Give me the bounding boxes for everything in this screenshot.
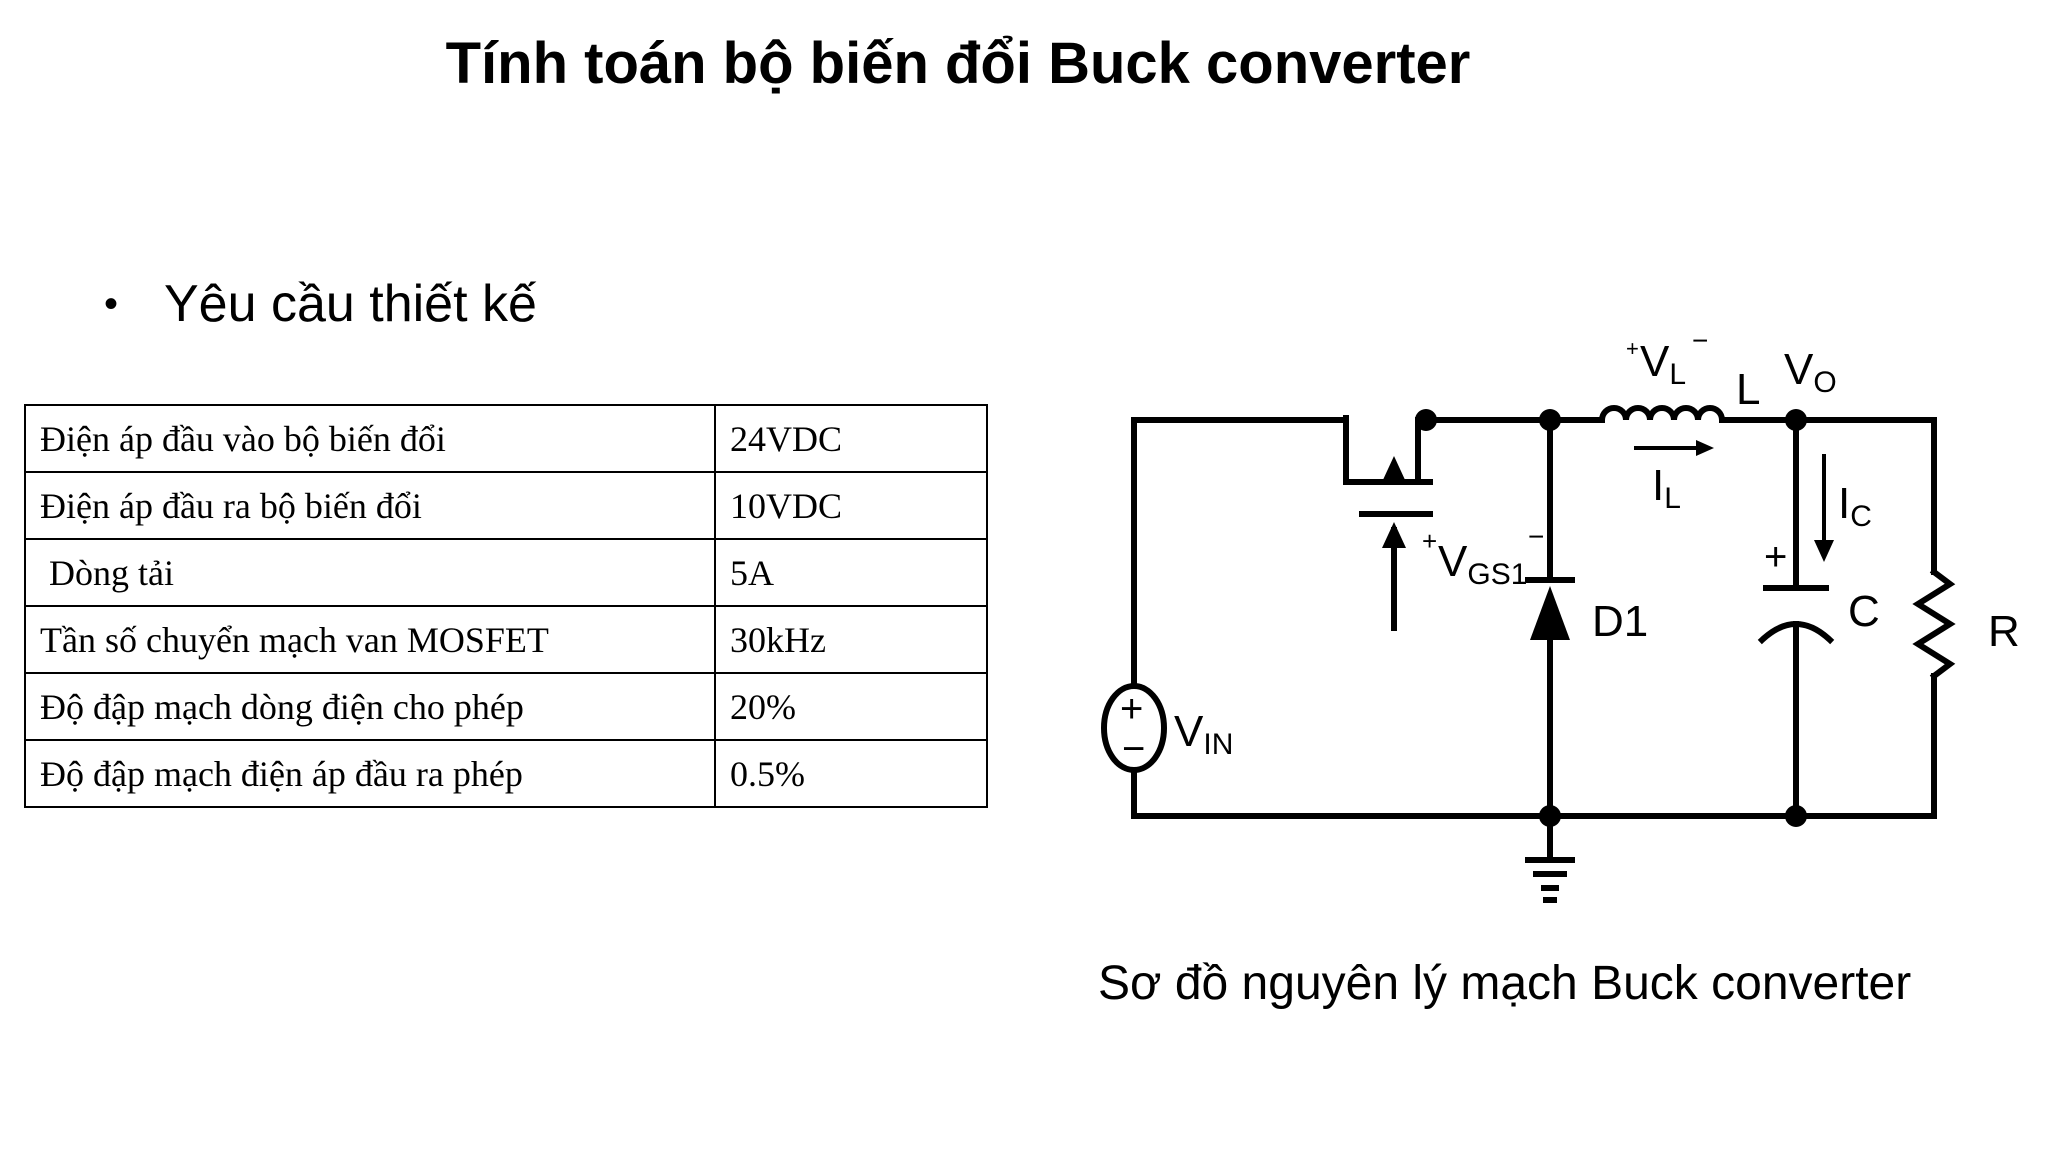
design-requirements-table: Điện áp đầu vào bộ biến đổi 24VDC Điện á… — [24, 404, 988, 808]
value-cell: 5A — [714, 538, 988, 607]
slide-title: Tính toán bộ biến đổi Buck converter — [445, 31, 1471, 96]
vl-plus-sign: + — [1626, 336, 1639, 361]
vgs-plus-sign: + — [1422, 526, 1437, 556]
param-cell: Điện áp đầu vào bộ biến đổi — [24, 404, 716, 473]
inductor-label: L — [1736, 365, 1760, 414]
capacitor-plus-sign: + — [1764, 535, 1787, 579]
ic-label-sub: C — [1850, 500, 1872, 533]
junction-dot — [1539, 409, 1561, 431]
value-cell: 24VDC — [714, 404, 988, 473]
param-cell: Tần số chuyển mạch van MOSFET — [24, 605, 716, 674]
bullet-dot-icon: • — [104, 281, 119, 326]
table-row: Tần số chuyển mạch van MOSFET 30kHz — [24, 605, 988, 674]
param-cell: Độ đập mạch dòng điện cho phép — [24, 672, 716, 741]
inductor-coil — [1598, 405, 1726, 424]
table-row: Độ đập mạch dòng điện cho phép 20% — [24, 672, 988, 741]
value-cell: 0.5% — [714, 739, 988, 808]
il-label-sub: L — [1664, 482, 1681, 515]
il-label: IL — [1652, 461, 1681, 515]
vo-label: VO — [1784, 345, 1837, 399]
bullet-item: • Yêu cầu thiết kế — [104, 274, 537, 334]
table-row: Điện áp đầu ra bộ biến đổi 10VDC — [24, 471, 988, 540]
mosfet-arrow-icon — [1382, 456, 1406, 482]
table-row: Điện áp đầu vào bộ biến đổi 24VDC — [24, 404, 988, 473]
vin-label-main: V — [1174, 707, 1204, 756]
vgs-label-main: V — [1438, 537, 1468, 586]
junction-dot — [1785, 409, 1807, 431]
gate-arrow-icon — [1382, 522, 1406, 548]
param-cell: Điện áp đầu ra bộ biến đổi — [24, 471, 716, 540]
resistor-label: R — [1988, 607, 2020, 656]
value-cell: 30kHz — [714, 605, 988, 674]
vin-label-sub: IN — [1203, 728, 1233, 761]
param-cell: Độ đập mạch điện áp đầu ra phép — [24, 739, 716, 808]
diode-triangle-icon — [1530, 586, 1570, 640]
vl-label-sub: L — [1669, 358, 1686, 391]
vin-minus-sign: − — [1122, 727, 1145, 771]
vgs-minus-sign: − — [1528, 521, 1544, 552]
vin-plus-sign: + — [1120, 687, 1143, 731]
junction-dot — [1539, 805, 1561, 827]
vo-label-main: V — [1784, 345, 1814, 394]
vo-label-sub: O — [1813, 366, 1836, 399]
vgs-label-sub: GS1 — [1467, 558, 1527, 591]
vl-label-main: V — [1640, 337, 1670, 386]
param-cell: Dòng tải — [24, 538, 716, 607]
vgs-label: VGS1 — [1438, 537, 1527, 591]
ic-arrowhead-icon — [1814, 540, 1834, 562]
schematic-caption: Sơ đồ nguyên lý mạch Buck converter — [1098, 957, 1912, 1010]
ic-label-main: I — [1838, 479, 1850, 528]
vin-source-circle — [1101, 683, 1167, 773]
diode-label: D1 — [1592, 597, 1648, 646]
capacitor-label: C — [1848, 587, 1880, 636]
ic-label: IC — [1838, 479, 1872, 533]
il-label-main: I — [1652, 461, 1664, 510]
value-cell: 10VDC — [714, 471, 988, 540]
table-row: Dòng tải 5A — [24, 538, 988, 607]
junction-dot — [1415, 409, 1437, 431]
junction-dot — [1785, 805, 1807, 827]
bullet-text: Yêu cầu thiết kế — [164, 275, 537, 333]
value-cell: 20% — [714, 672, 988, 741]
vin-label: VIN — [1174, 707, 1233, 761]
vl-minus-sign: − — [1692, 325, 1708, 356]
il-arrowhead-icon — [1696, 440, 1714, 456]
resistor-zigzag — [1912, 567, 1956, 681]
table-row: Độ đập mạch điện áp đầu ra phép 0.5% — [24, 739, 988, 808]
vl-label: VL — [1640, 337, 1686, 391]
